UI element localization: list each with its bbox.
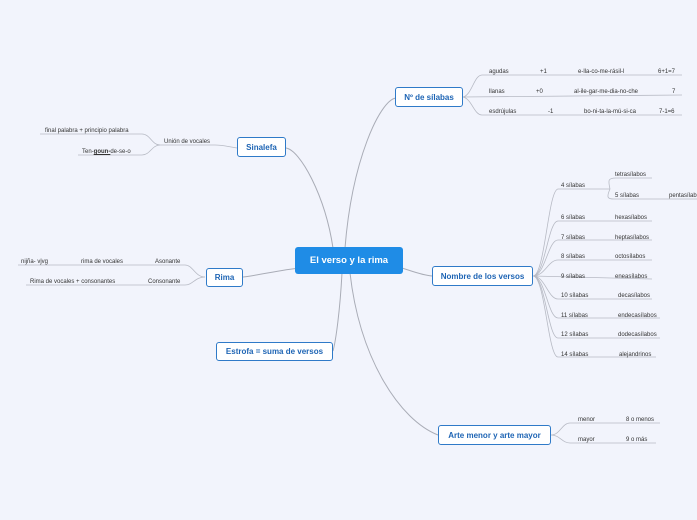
versos-row-8-name: alejandrinos [619,352,652,358]
versos-row-1-name: hexasílabos [615,215,648,221]
versos-pentasilabos: pentasílabos [669,193,697,199]
silabas-row-2-calc: 7 [672,89,676,95]
versos-row-3-n: 8 sílabas [561,254,586,260]
topic-rima[interactable]: Rima [206,268,243,287]
silabas-row-1-example: e-lla-co-me-rásil-l [578,69,625,75]
versos-row-6-n: 11 sílabas [561,313,588,319]
arte-mayor: mayor [578,437,595,443]
rima-consonante-desc: Rima de vocales + consonantes [30,279,116,285]
silabas-row-1-type: agudas [489,69,509,75]
versos-5-silabas: 5 sílabas [615,193,640,199]
arte-menor: menor [578,417,596,423]
versos-row-2-n: 7 sílabas [561,235,586,241]
sinalefa-union-vocales: Unión de vocales [164,139,211,145]
versos-row-4-n: 9 sílabas [561,274,586,280]
rima-asonante-desc: rima de vocales [81,259,124,265]
versos-row-3-name: octosílabos [615,254,646,260]
sinalefa-final-principio: final palabra + principio palabra [45,128,129,134]
versos-row-5-n: 10 sílabas [561,293,589,299]
sinalefa-example-underlined: goun- [93,149,111,155]
silabas-row-1-calc: 6+1=7 [658,69,676,75]
silabas-row-1-delta: +1 [540,69,547,75]
topic-arte[interactable]: Arte menor y arte mayor [438,425,551,445]
sinalefa-example: Ten-goun-de-se-o [82,148,131,156]
silabas-row-3-example: bo-ni-ta-la-mú-si-ca [584,109,637,115]
branch-lines [242,97,439,436]
arte-mayor-value: 9 o más [626,437,648,443]
sub-lines [18,74,697,444]
sinalefa-example-pre: Ten- [82,149,94,155]
versos-row-4-name: eneasílabos [615,274,648,280]
versos-row-7-name: dodecasílabos [618,332,657,338]
rima-consonante: Consonante [148,279,181,285]
central-topic[interactable]: El verso y la rima [295,247,403,274]
topic-silabas[interactable]: Nº de sílabas [395,87,463,107]
topic-sinalefa[interactable]: Sinalefa [237,137,286,157]
versos-4-silabas: 4 sílabas [561,183,586,189]
versos-row-5-name: decasílabos [618,293,651,299]
versos-row-6-name: endecasílabos [618,313,657,319]
rima-asonante: Asonante [155,259,181,265]
arte-menor-value: 8 o menos [626,417,655,423]
silabas-row-2-example: al-ile-gar-me-dia-no-che [574,89,639,95]
silabas-row-2-type: llanas [489,89,505,95]
versos-row-8-n: 14 sílabas [561,352,589,358]
topic-nombre-versos[interactable]: Nombre de los versos [432,266,533,286]
silabas-row-3-delta: -1 [548,109,554,115]
versos-row-1-n: 6 sílabas [561,215,586,221]
sinalefa-example-post: de-se-o [110,149,131,155]
versos-row-7-n: 12 sílabas [561,332,589,338]
versos-row-2-name: heptasílabos [615,235,650,241]
silabas-row-3-calc: 7-1=6 [659,109,675,115]
topic-estrofa[interactable]: Estrofa = suma de versos [216,342,333,361]
versos-tetrasilabos: tetrasílabos [615,172,647,178]
rima-asonante-example: nijña- vjvg [21,259,49,265]
silabas-row-2-delta: +0 [536,89,543,95]
silabas-row-3-type: esdrújulas [489,109,517,115]
